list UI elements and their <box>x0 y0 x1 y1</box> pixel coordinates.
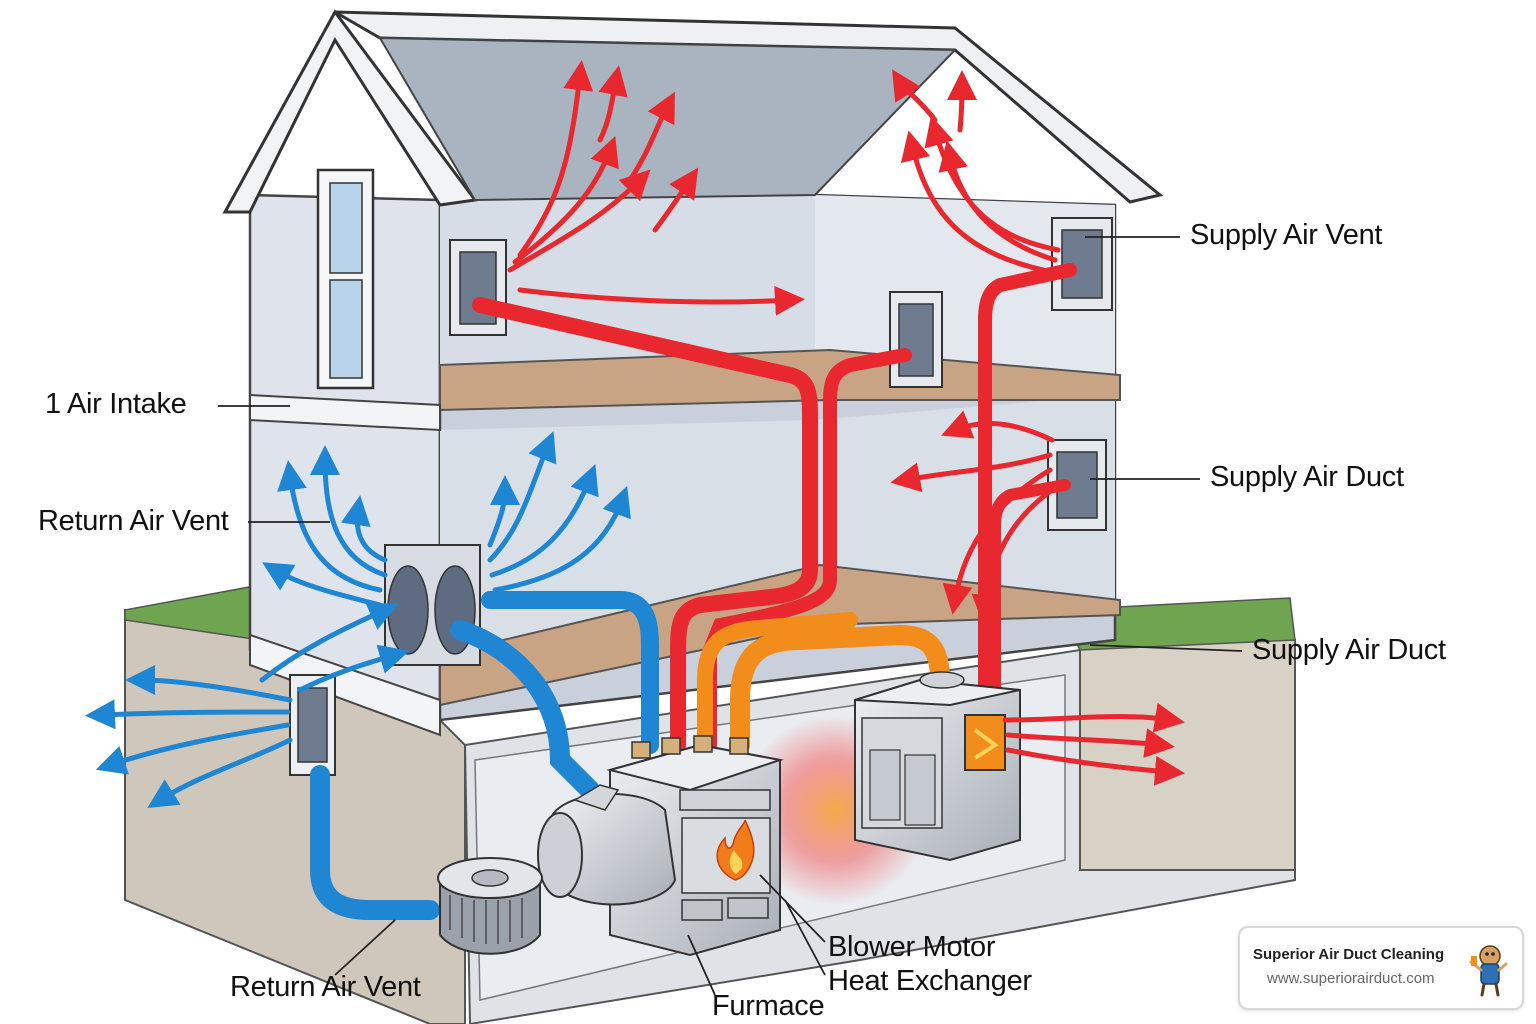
house-structure <box>222 9 1164 737</box>
company-website: www.superiorairduct.com <box>1267 970 1435 987</box>
label-return-air-vent-left: Return Air Vent <box>38 505 229 537</box>
wall-vents <box>289 217 1113 776</box>
label-blower-motor: Blower Motor <box>828 931 996 963</box>
heat-exchanger-cabinet <box>854 671 1021 862</box>
label-return-air-vent-bottom: Return Air Vent <box>230 971 421 1003</box>
ducts <box>310 263 1077 920</box>
label-heat-exchanger: Heat Exchanger <box>828 965 1032 997</box>
mascot-icon <box>1469 945 1508 997</box>
label-supply-air-duct-upper: Supply Air Duct <box>1210 461 1404 493</box>
flame-icon <box>716 819 755 881</box>
company-badge: Superior Air Duct Cleaning www.superiora… <box>1238 926 1524 1010</box>
return-airflow-arrows <box>85 431 631 808</box>
company-name: Superior Air Duct Cleaning <box>1253 946 1445 963</box>
label-supply-air-duct-lower: Supply Air Duct <box>1252 634 1446 666</box>
label-supply-air-vent: Supply Air Vent <box>1190 219 1383 251</box>
leader-lines <box>218 236 1243 996</box>
blower-motor <box>437 784 677 955</box>
supply-airflow-arrows <box>507 60 1185 786</box>
label-air-intake: 1 Air Intake <box>45 388 187 420</box>
furnace-unit <box>606 735 784 957</box>
label-furnace: Furmace <box>712 990 825 1022</box>
